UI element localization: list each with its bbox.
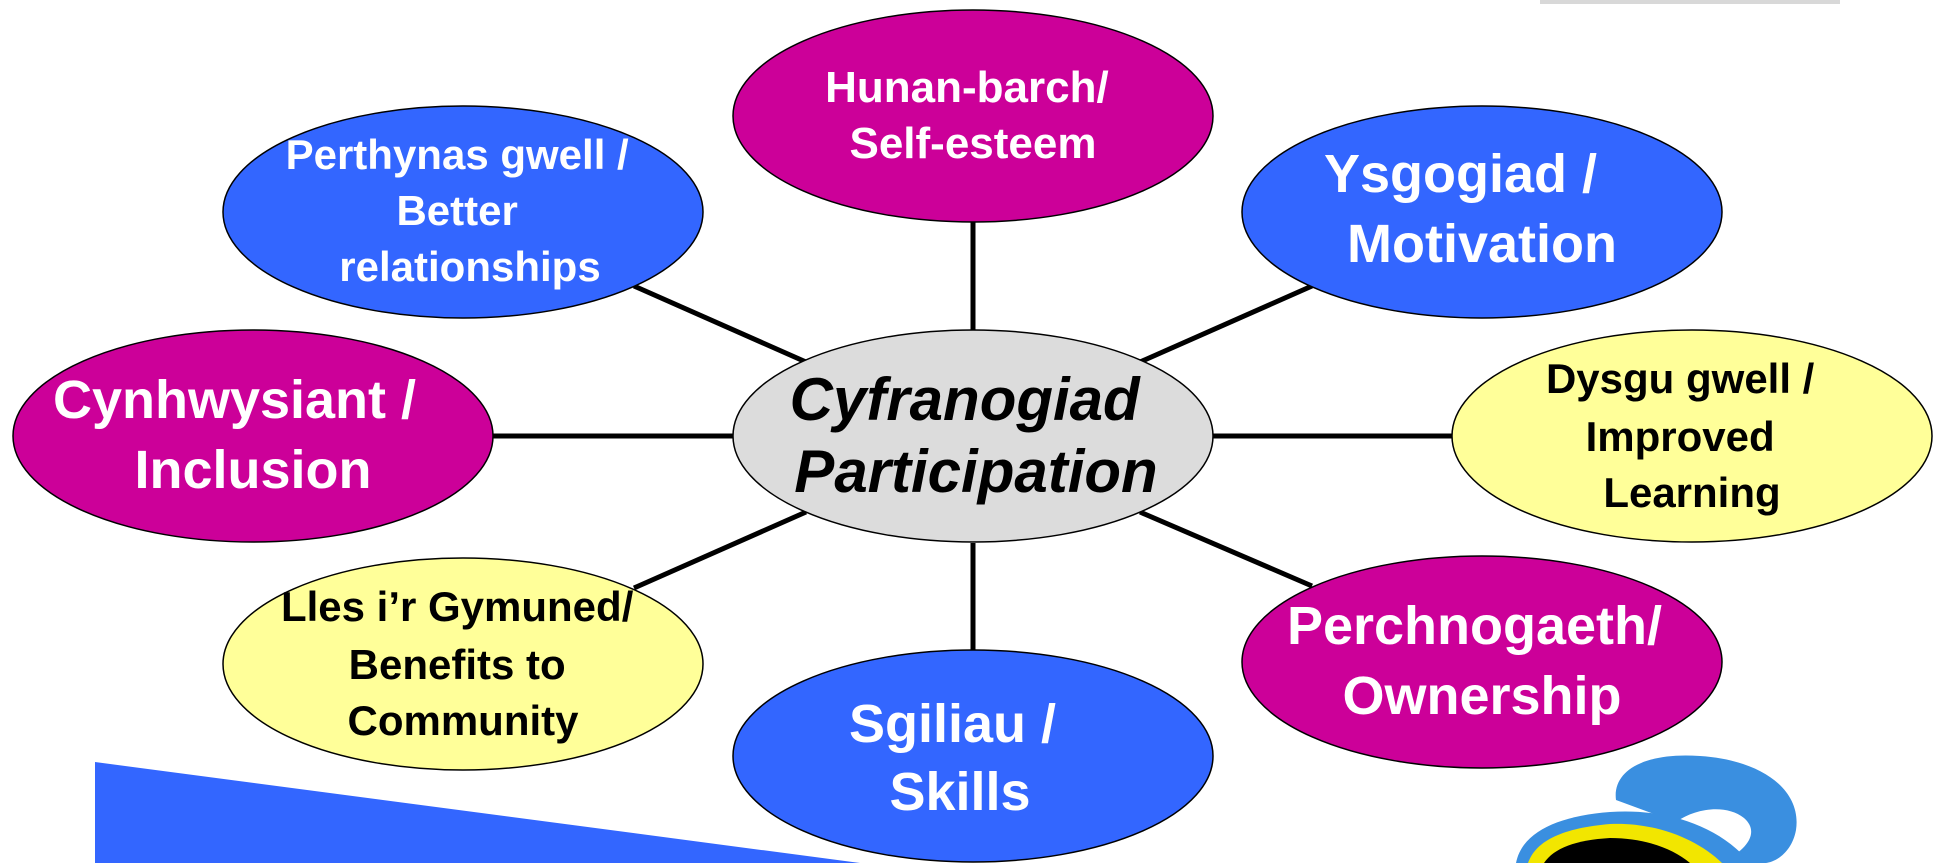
node-motivation-line-1: Ysgogiad /	[1324, 144, 1597, 204]
node-improved-learning: Dysgu gwell / Improved Learning	[1451, 329, 1933, 543]
node-inclusion: Cynhwysiant / Inclusion	[12, 329, 494, 543]
node-skills-line-2: Skills	[889, 762, 1030, 822]
node-improved-learning-line-2: Improved	[1586, 413, 1775, 460]
center-hub-line-1: Cyfranogiad	[790, 366, 1141, 433]
node-benefits-community-line-1: Lles i’r Gymuned/	[281, 583, 634, 630]
node-ownership-label: Perchnogaeth/ Ownership	[1287, 596, 1677, 726]
logo-core	[1544, 838, 1690, 863]
center-hub-ellipse	[732, 329, 1214, 543]
node-ownership: Perchnogaeth/ Ownership	[1241, 555, 1723, 769]
node-skills-line-1: Sgiliau /	[849, 694, 1056, 754]
node-better-relationships: Perthynas gwell / Better relationships	[222, 105, 704, 319]
node-self-esteem-label: Hunan-barch/ Self-esteem	[825, 63, 1121, 168]
node-benefits-community-line-3: Community	[348, 697, 580, 744]
connector-lines	[493, 222, 1452, 650]
node-better-relationships-line-3: relationships	[339, 243, 600, 290]
node-inclusion-line-1: Cynhwysiant /	[53, 370, 416, 430]
center-hub-label: Cyfranogiad Participation	[790, 366, 1158, 505]
logo-hook-shape	[1615, 755, 1797, 863]
bottom-left-blue-banner	[95, 762, 860, 863]
connector-benefits-community	[632, 509, 808, 591]
node-skills-label: Sgiliau / Skills	[849, 694, 1071, 822]
node-skills: Sgiliau / Skills	[732, 649, 1214, 863]
connector-ownership	[1139, 509, 1313, 589]
node-improved-learning-line-1: Dysgu gwell /	[1546, 355, 1815, 402]
node-better-relationships-line-2: Better	[396, 187, 517, 234]
center-hub: Cyfranogiad Participation	[732, 329, 1214, 543]
node-benefits-community-ellipse	[222, 557, 704, 771]
node-self-esteem-line-2: Self-esteem	[849, 119, 1096, 168]
node-inclusion-ellipse	[12, 329, 494, 543]
node-improved-learning-label: Dysgu gwell / Improved Learning	[1546, 355, 1826, 516]
connector-motivation	[1138, 283, 1314, 365]
node-better-relationships-label: Perthynas gwell / Better relationships	[286, 131, 641, 290]
node-better-relationships-ellipse	[222, 105, 704, 319]
node-motivation-label: Ysgogiad / Motivation	[1324, 144, 1617, 274]
node-self-esteem-line-1: Hunan-barch/	[825, 63, 1109, 112]
node-improved-learning-line-3: Learning	[1603, 469, 1780, 516]
node-benefits-community-label: Lles i’r Gymuned/ Benefits to Community	[281, 583, 645, 744]
node-motivation-line-2: Motivation	[1347, 214, 1617, 274]
node-benefits-community: Lles i’r Gymuned/ Benefits to Community	[222, 557, 704, 771]
node-improved-learning-ellipse	[1451, 329, 1933, 543]
connector-better-relationships	[632, 283, 808, 365]
top-right-edge-bar	[1540, 0, 1840, 4]
node-ownership-ellipse	[1241, 555, 1723, 769]
node-better-relationships-line-1: Perthynas gwell /	[286, 131, 629, 178]
node-motivation-ellipse	[1241, 105, 1723, 319]
node-self-esteem-ellipse	[732, 9, 1214, 223]
node-ownership-line-2: Ownership	[1342, 666, 1621, 726]
node-self-esteem: Hunan-barch/ Self-esteem	[732, 9, 1214, 223]
node-ownership-line-1: Perchnogaeth/	[1287, 596, 1662, 656]
node-motivation: Ysgogiad / Motivation	[1241, 105, 1723, 319]
node-inclusion-line-2: Inclusion	[134, 440, 371, 500]
node-benefits-community-line-2: Benefits to	[349, 641, 566, 688]
center-hub-line-2: Participation	[794, 438, 1157, 505]
node-inclusion-label: Cynhwysiant / Inclusion	[53, 370, 431, 500]
logo-emblem	[1516, 755, 1797, 863]
node-skills-ellipse	[732, 649, 1214, 863]
